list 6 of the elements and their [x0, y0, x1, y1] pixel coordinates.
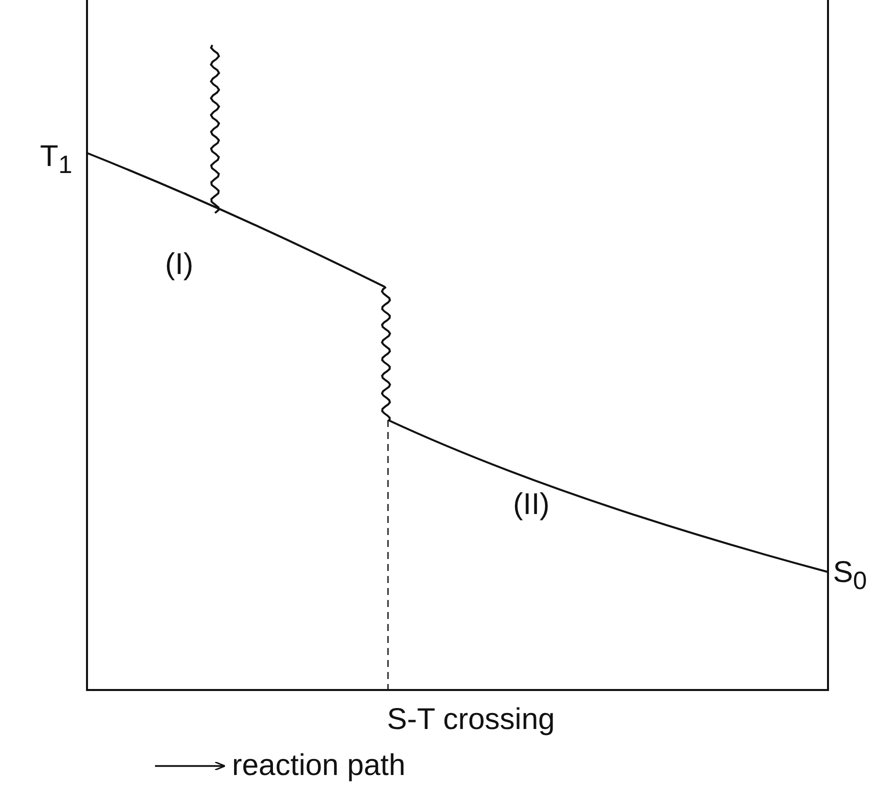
- energy-level-label: T$_{1}$: [40, 140, 72, 181]
- axis-label: S-T crossing: [387, 703, 555, 737]
- region-label: (I): [165, 248, 194, 282]
- axis-label: reaction path: [232, 749, 406, 783]
- region-label: (II): [513, 488, 550, 522]
- energy-level-label: S$_{0}$: [833, 556, 867, 597]
